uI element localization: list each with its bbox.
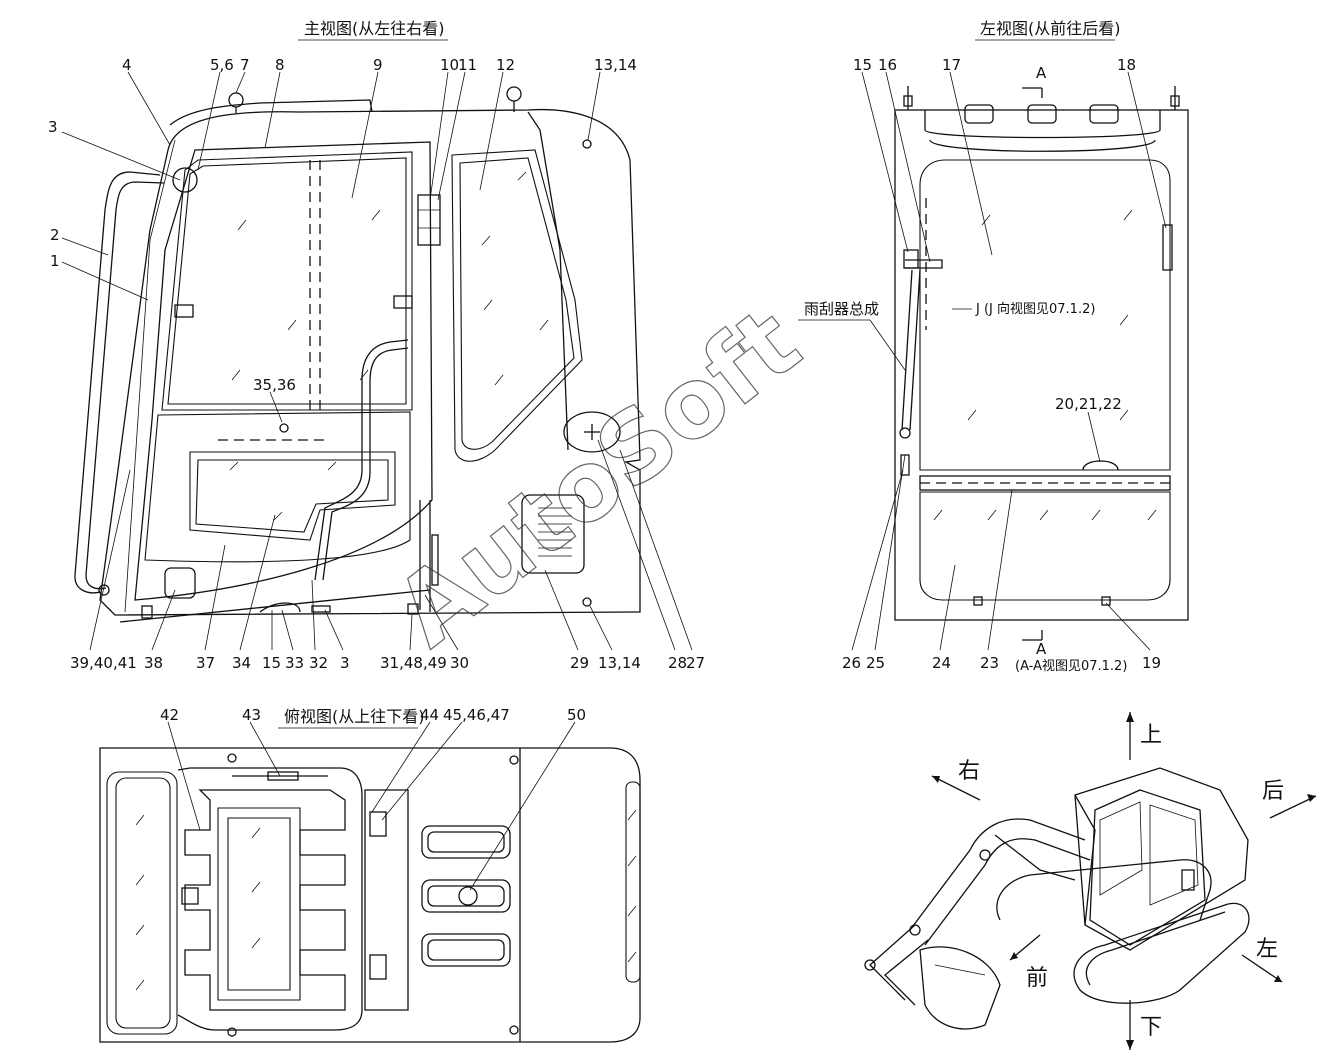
callout: 3 <box>340 654 350 672</box>
callout: 2 <box>50 226 60 244</box>
callout: 37 <box>196 654 215 672</box>
watermark: AutoSoft <box>375 286 820 668</box>
main-view-title: 主视图(从左往右看) <box>304 19 445 38</box>
callout: 39,40,41 <box>70 654 137 672</box>
callout: 33 <box>285 654 304 672</box>
top-view: 俯视图(从上往下看) <box>99 706 641 1043</box>
wiper-label: 雨刮器总成 <box>804 300 879 318</box>
section-mark-top: A <box>1036 64 1047 82</box>
dir-front: 前 <box>1026 966 1048 991</box>
callout: 7 <box>240 56 250 74</box>
dir-right: 右 <box>958 759 980 784</box>
section-mark-bottom: A <box>1036 640 1047 658</box>
callout: 9 <box>373 56 383 74</box>
dir-left: 左 <box>1256 937 1278 962</box>
callout: 18 <box>1117 56 1136 74</box>
callout: 4 <box>122 56 132 74</box>
top-view-leaders <box>167 721 576 891</box>
callout: 50 <box>567 706 586 724</box>
callout: 8 <box>275 56 285 74</box>
callout: 11 <box>458 56 477 74</box>
callout: 27 <box>686 654 705 672</box>
callout: 29 <box>570 654 589 672</box>
callout: 17 <box>942 56 961 74</box>
callout: 26 <box>842 654 861 672</box>
callout: 38 <box>144 654 163 672</box>
callout: 1 <box>50 252 60 270</box>
callout: 16 <box>878 56 897 74</box>
excavator-iso-view: 上 下 右 后 前 左 <box>864 712 1317 1050</box>
callout: 25 <box>866 654 885 672</box>
j-view-note: J (J 向视图见07.1.2) <box>975 301 1095 317</box>
vent-slats <box>538 507 572 557</box>
top-view-title: 俯视图(从上往下看) <box>284 707 425 726</box>
callout: 42 <box>160 706 179 724</box>
callout: 12 <box>496 56 515 74</box>
dir-up: 上 <box>1140 723 1162 748</box>
callout: 13,14 <box>594 56 637 74</box>
callout: 28 <box>668 654 687 672</box>
left-view-title: 左视图(从前往后看) <box>980 19 1121 38</box>
callout: 32 <box>309 654 328 672</box>
callout: 19 <box>1142 654 1161 672</box>
callout: 31,48,49 <box>380 654 447 672</box>
callout: 10 <box>440 56 459 74</box>
callout: 44 <box>420 706 439 724</box>
callout: 30 <box>450 654 469 672</box>
callout: 35,36 <box>253 376 296 394</box>
callout: 5,6 <box>210 56 234 74</box>
callout: 43 <box>242 706 261 724</box>
main-view-leaders <box>61 71 693 651</box>
dir-back: 后 <box>1262 779 1284 804</box>
left-view-leaders <box>798 71 1167 651</box>
left-view: 左视图(从前往后看) <box>798 19 1189 674</box>
callout: 34 <box>232 654 251 672</box>
callout: 45,46,47 <box>443 706 510 724</box>
callout: 13,14 <box>598 654 641 672</box>
callout: 3 <box>48 118 58 136</box>
main-view: 主视图(从左往右看) <box>48 19 705 672</box>
callout: 15 <box>853 56 872 74</box>
dir-down: 下 <box>1140 1015 1162 1040</box>
callout: 20,21,22 <box>1055 395 1122 413</box>
aa-view-note: (A-A视图见07.1.2) <box>1015 659 1127 674</box>
callout: 15 <box>262 654 281 672</box>
callout: 23 <box>980 654 999 672</box>
callout: 24 <box>932 654 951 672</box>
